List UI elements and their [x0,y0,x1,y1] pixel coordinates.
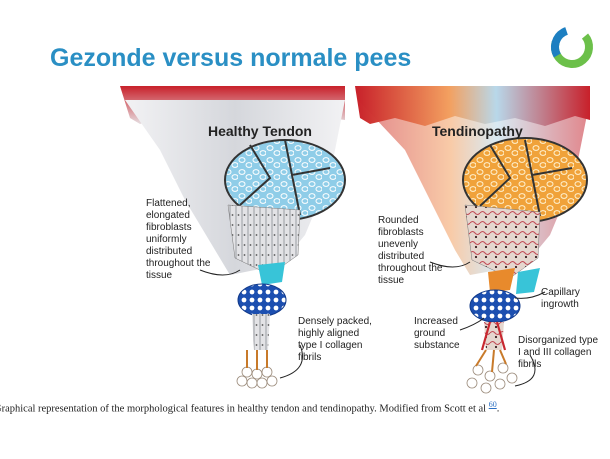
tendinopathy-title: Tendinopathy [432,123,523,139]
citation-link[interactable]: 60 [489,400,497,409]
healthy-fibroblast-label: Flattened, elongated fibroblasts uniform… [146,198,211,282]
disorganized-collagen-label: Disorganized type I and III collagen fib… [518,335,598,371]
capillary-ingrowth-label: Capillary ingrowth [541,287,580,311]
ground-substance-label: Increased ground substance [414,316,460,352]
healthy-tendon-title: Healthy Tendon [208,123,312,139]
healthy-collagen-label: Densely packed, highly aligned type I co… [298,316,372,364]
tendinopathy-fibroblast-label: Rounded fibroblasts unevenly distributed… [378,215,443,287]
figure-caption: Graphical representation of the morpholo… [0,400,604,415]
